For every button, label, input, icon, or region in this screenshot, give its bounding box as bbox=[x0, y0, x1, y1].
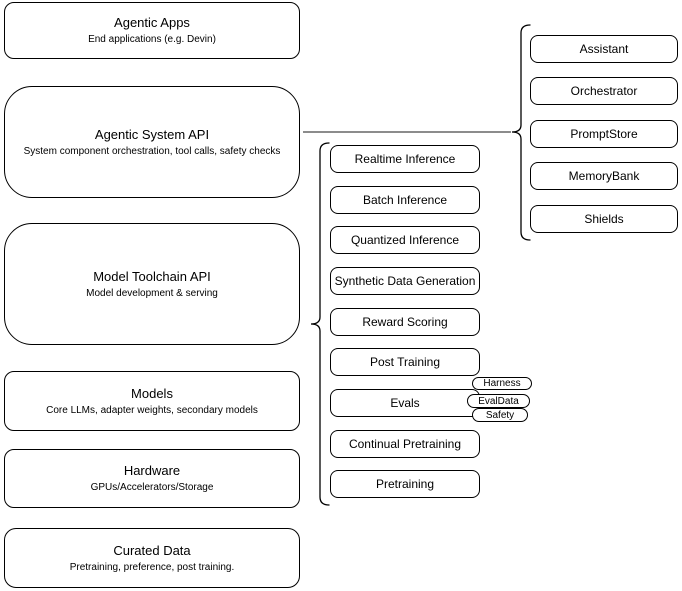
node-title: Hardware bbox=[123, 463, 181, 478]
node-subtitle: GPUs/Accelerators/Storage bbox=[90, 482, 214, 493]
node-subtitle: End applications (e.g. Devin) bbox=[88, 34, 216, 45]
service-continual-pretraining: Continual Pretraining bbox=[330, 430, 480, 458]
node-model-toolchain-api: Model Toolchain API Model development & … bbox=[4, 223, 300, 345]
tag-evaldata: EvalData bbox=[467, 394, 530, 408]
node-title: Agentic System API bbox=[94, 126, 210, 142]
node-curated-data: Curated Data Pretraining, preference, po… bbox=[4, 528, 300, 588]
component-orchestrator: Orchestrator bbox=[530, 77, 678, 105]
node-title: Agentic Apps bbox=[114, 15, 190, 30]
node-models: Models Core LLMs, adapter weights, secon… bbox=[4, 371, 300, 431]
node-subtitle: Model development & serving bbox=[86, 287, 218, 299]
service-evals: Evals bbox=[330, 389, 480, 417]
component-memorybank: MemoryBank bbox=[530, 162, 678, 190]
node-subtitle: System component orchestration, tool cal… bbox=[23, 145, 281, 157]
tag-harness: Harness bbox=[472, 377, 532, 390]
tag-safety: Safety bbox=[472, 408, 528, 422]
service-reward-scoring: Reward Scoring bbox=[330, 308, 480, 336]
component-promptstore: PromptStore bbox=[530, 120, 678, 148]
node-agentic-system-api: Agentic System API System component orch… bbox=[4, 86, 300, 198]
service-quantized-inference: Quantized Inference bbox=[330, 226, 480, 254]
node-hardware: Hardware GPUs/Accelerators/Storage bbox=[4, 449, 300, 508]
brace-toolchain-services bbox=[310, 142, 330, 506]
node-title: Curated Data bbox=[113, 542, 191, 558]
node-title: Model Toolchain API bbox=[93, 268, 211, 284]
service-synthetic-data-generation: Synthetic Data Generation bbox=[330, 267, 480, 295]
brace-system-components bbox=[511, 24, 531, 241]
service-realtime-inference: Realtime Inference bbox=[330, 145, 480, 173]
service-batch-inference: Batch Inference bbox=[330, 186, 480, 214]
node-subtitle: Core LLMs, adapter weights, secondary mo… bbox=[46, 404, 258, 416]
component-shields: Shields bbox=[530, 205, 678, 233]
node-agentic-apps: Agentic Apps End applications (e.g. Devi… bbox=[4, 2, 300, 59]
service-post-training: Post Training bbox=[330, 348, 480, 376]
node-subtitle: Pretraining, preference, post training. bbox=[69, 561, 235, 573]
service-pretraining: Pretraining bbox=[330, 470, 480, 498]
node-title: Models bbox=[131, 385, 173, 401]
component-assistant: Assistant bbox=[530, 35, 678, 63]
